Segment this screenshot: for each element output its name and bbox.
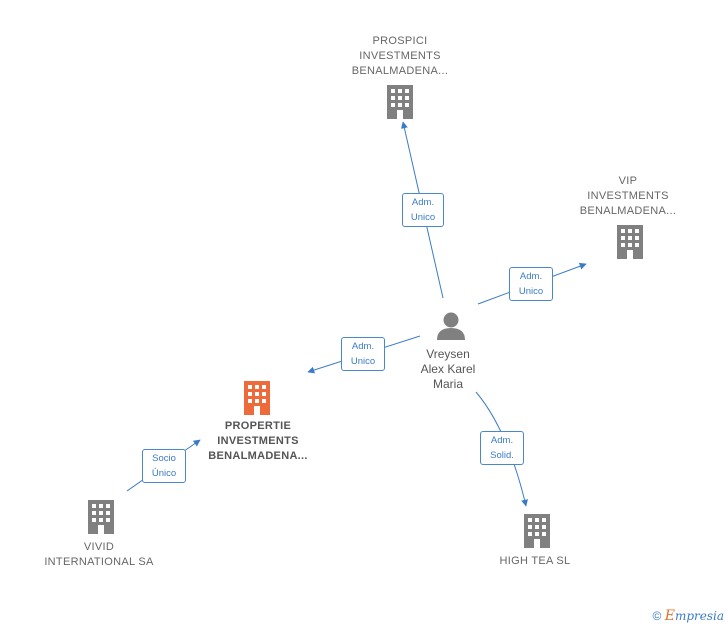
node-label-line: Alex Karel (420, 362, 476, 376)
badge-line: Único (151, 468, 177, 479)
building-icon-propertie[interactable] (242, 381, 272, 415)
edge-badge-prospici: Adm. Unico (402, 193, 444, 227)
node-label-line: PROSPICI (372, 35, 428, 47)
node-label-line: BENALMADENA... (208, 450, 308, 462)
node-label-vip[interactable]: VIP INVESTMENTS BENALMADENA... (566, 174, 690, 219)
node-label-propertie[interactable]: PROPERTIE INVESTMENTS BENALMADENA... (193, 419, 323, 464)
node-label-prospici[interactable]: PROSPICI INVESTMENTS BENALMADENA... (338, 34, 462, 79)
node-label-hightea[interactable]: HIGH TEA SL (480, 554, 590, 569)
badge-line: Unico (518, 286, 544, 297)
node-label-line: Maria (432, 377, 463, 391)
building-icon-vip[interactable] (615, 225, 645, 259)
copyright-symbol: © (652, 609, 662, 623)
brand-name-rest: mpresia (674, 609, 724, 623)
node-label-line: Vreysen (426, 347, 470, 361)
node-label-line: BENALMADENA... (579, 205, 677, 217)
edge-badge-vip: Adm. Unico (509, 267, 553, 301)
building-icon-prospici[interactable] (385, 85, 415, 119)
node-label-line: BENALMADENA... (351, 65, 449, 77)
node-label-person[interactable]: Vreysen Alex Karel Maria (398, 347, 498, 392)
node-label-line: INVESTMENTS (587, 190, 669, 202)
edge-badge-propertie: Adm. Unico (341, 337, 385, 371)
node-label-line: PROPERTIE (224, 420, 292, 432)
node-label-line: INVESTMENTS (217, 435, 299, 447)
node-label-line: VIVID (83, 541, 115, 553)
badge-line: Adm. (519, 271, 543, 282)
brand-footer[interactable]: © Empresia (653, 608, 724, 624)
badge-line: Adm. (490, 435, 514, 446)
edge-badge-vivid: Socio Único (142, 449, 186, 483)
brand-initial: E (664, 608, 675, 624)
building-icon-hightea[interactable] (522, 514, 552, 548)
node-label-line: VIP (618, 175, 638, 187)
node-label-line: INVESTMENTS (359, 50, 441, 62)
badge-line: Adm. (351, 341, 375, 352)
badge-line: Unico (350, 356, 376, 367)
edge-badge-hightea: Adm. Solid. (480, 431, 524, 465)
badge-line: Adm. (411, 197, 435, 208)
badge-line: Unico (410, 212, 436, 223)
node-label-line: INTERNATIONAL SA (44, 556, 154, 568)
person-icon[interactable] (435, 312, 467, 340)
node-label-vivid[interactable]: VIVID INTERNATIONAL SA (34, 540, 164, 570)
node-label-line: HIGH TEA SL (499, 555, 571, 567)
building-icon-vivid[interactable] (86, 500, 116, 534)
badge-line: Socio (152, 453, 176, 464)
badge-line: Solid. (490, 450, 514, 461)
